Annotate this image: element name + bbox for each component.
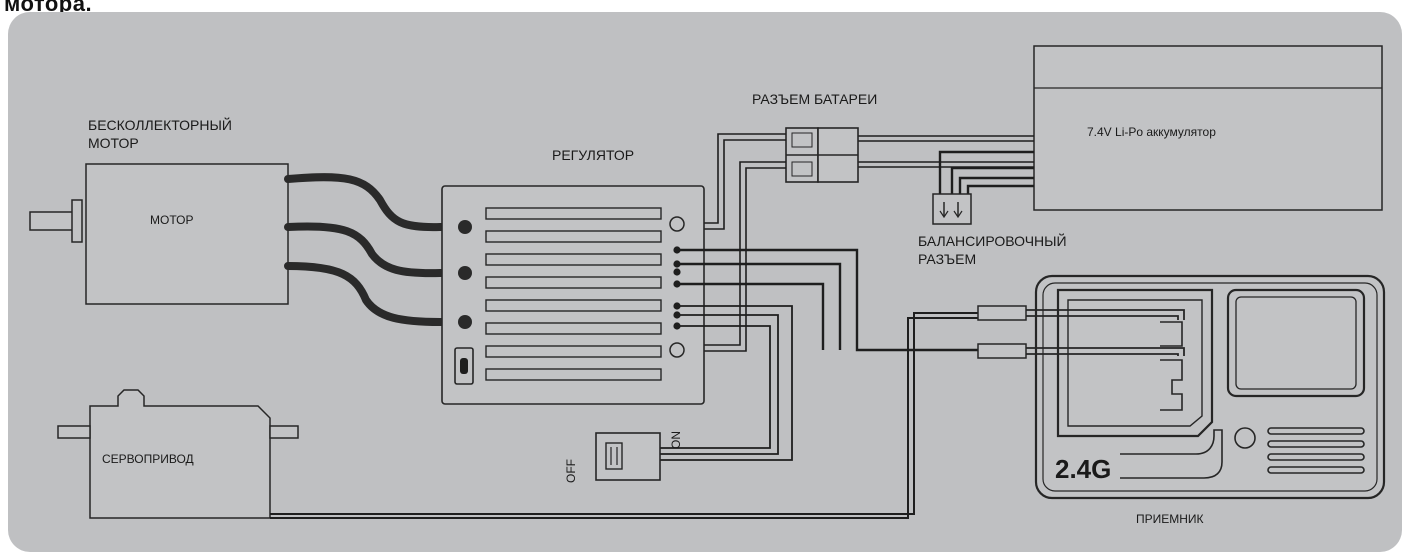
battery-connector-label: РАЗЪЕМ БАТАРЕИ xyxy=(752,91,877,107)
esc-motor-terminals xyxy=(458,220,472,329)
motor: МОТОР xyxy=(29,163,289,305)
esc-switch-wires xyxy=(660,305,793,461)
battery-connector xyxy=(785,127,859,183)
esc-label: РЕГУЛЯТОР xyxy=(552,147,634,163)
esc xyxy=(441,185,705,405)
receiver-label: ПРИЕМНИК xyxy=(1136,512,1204,526)
power-switch: OFF ON xyxy=(564,431,683,483)
balance-connector xyxy=(932,193,972,225)
balance-connector-label-line2: РАЗЪЕМ xyxy=(918,251,976,267)
battery: 7.4V Li-Po аккумулятор xyxy=(1033,45,1383,211)
switch-on-label: ON xyxy=(669,431,683,449)
servo-label: СЕРВОПРИВОД xyxy=(102,452,194,466)
battery-label: 7.4V Li-Po аккумулятор xyxy=(1087,125,1216,139)
receiver-plugs xyxy=(977,305,1185,411)
switch-off-label: OFF xyxy=(564,459,578,483)
motor-heading-line2: МОТОР xyxy=(88,135,139,151)
esc-receiver-wires xyxy=(677,248,980,352)
motor-phase-wires xyxy=(284,173,466,326)
receiver: 2.4G xyxy=(1034,274,1386,500)
balance-connector-label-line1: БАЛАНСИРОВОЧНЫЙ xyxy=(918,232,1067,249)
receiver-badge: 2.4G xyxy=(1055,454,1111,484)
servo: СЕРВОПРИВОД xyxy=(57,389,299,519)
motor-heading-line1: БЕСКОЛЛЕКТОРНЫЙ xyxy=(88,116,232,133)
balance-wires xyxy=(938,150,1034,196)
servo-receiver-wire xyxy=(270,312,980,519)
motor-label: МОТОР xyxy=(150,213,193,227)
